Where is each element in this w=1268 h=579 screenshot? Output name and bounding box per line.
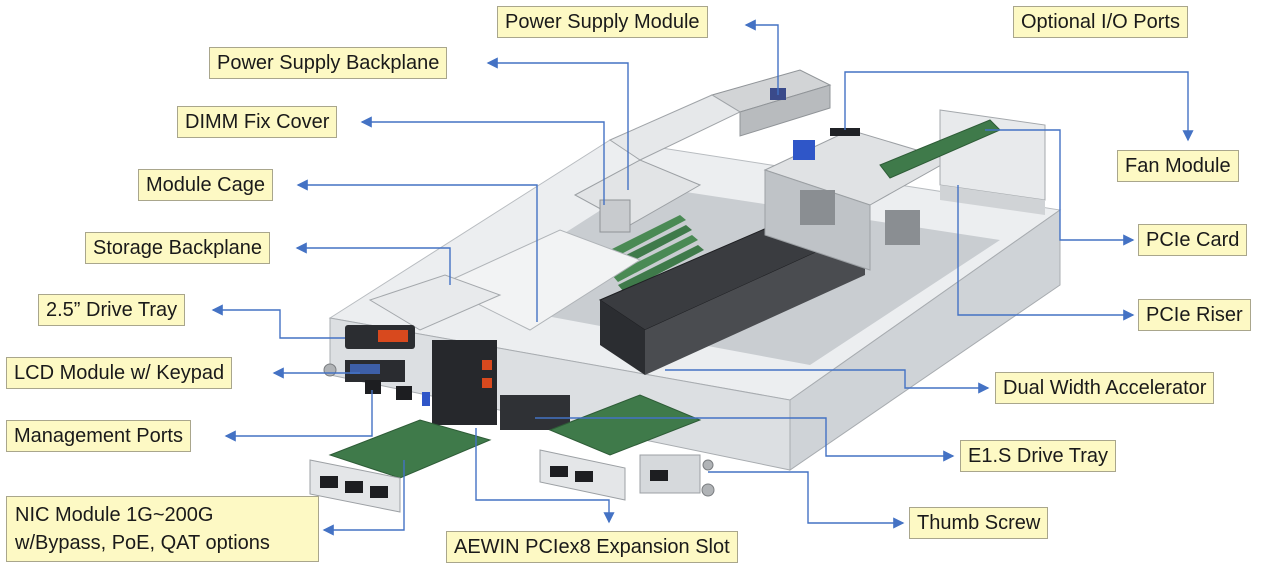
leader-management-ports: [226, 390, 372, 436]
label-e1s-drive-tray: E1.S Drive Tray: [960, 440, 1116, 472]
nic-port-1: [320, 476, 338, 488]
fan-grille-left: [800, 190, 835, 225]
nic-2-port-2: [575, 471, 593, 482]
chassis-screw-right: [703, 460, 713, 470]
thumb-screw-module: [640, 455, 700, 493]
label-pcie-card: PCIe Card: [1138, 224, 1247, 256]
label-lcd-module: LCD Module w/ Keypad: [6, 357, 232, 389]
label-power-supply-module: Power Supply Module: [497, 6, 708, 38]
e1s-latch-2: [482, 378, 492, 388]
label-optional-io-ports: Optional I/O Ports: [1013, 6, 1188, 38]
thumb-screw-port: [650, 470, 668, 481]
drive-tray-latch: [378, 330, 408, 342]
label-power-supply-backplane: Power Supply Backplane: [209, 47, 447, 79]
label-thumb-screw: Thumb Screw: [909, 507, 1048, 539]
label-module-cage: Module Cage: [138, 169, 273, 201]
leader-drive-tray: [213, 310, 345, 338]
vga-connector: [793, 140, 815, 160]
management-port-2: [396, 386, 412, 400]
label-expansion-slot: AEWIN PCIex8 Expansion Slot: [446, 531, 738, 563]
fan-grille-right: [885, 210, 920, 245]
label-pcie-riser: PCIe Riser: [1138, 299, 1251, 331]
thumb-screw: [702, 484, 714, 496]
chassis-screw-left: [324, 364, 336, 376]
usb-port: [422, 392, 430, 406]
label-dimm-fix-cover: DIMM Fix Cover: [177, 106, 337, 138]
nic-port-2: [345, 481, 363, 493]
e1s-latch-1: [482, 360, 492, 370]
label-storage-backplane: Storage Backplane: [85, 232, 270, 264]
e1s-tray-row: [500, 395, 570, 430]
label-dual-width-accelerator: Dual Width Accelerator: [995, 372, 1214, 404]
leader-thumb-screw: [708, 472, 903, 523]
management-port-1: [365, 380, 381, 394]
nic-2-port-1: [550, 466, 568, 477]
nic-port-3: [370, 486, 388, 498]
label-fan-module: Fan Module: [1117, 150, 1239, 182]
label-drive-tray: 2.5” Drive Tray: [38, 294, 185, 326]
label-management-ports: Management Ports: [6, 420, 191, 452]
label-nic-module: NIC Module 1G~200G w/Bypass, PoE, QAT op…: [6, 496, 319, 562]
